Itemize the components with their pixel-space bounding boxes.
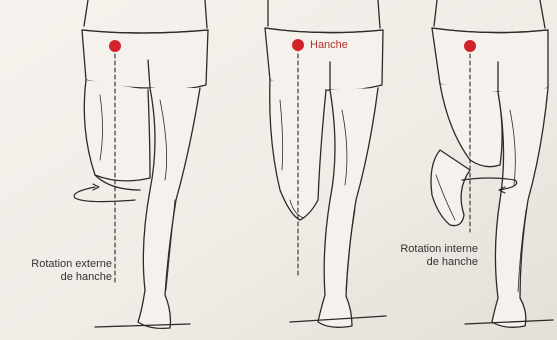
label-internal-rotation: Rotation interne de hanche: [388, 243, 478, 269]
hip-marker-middle: [292, 39, 304, 51]
shorts: [432, 28, 548, 93]
label-line-2: de hanche: [388, 256, 478, 269]
hip-label-text: Hanche: [310, 39, 348, 51]
label-line-1: Rotation externe: [14, 258, 112, 271]
hip-marker-left: [109, 40, 121, 52]
label-line-2: de hanche: [14, 271, 112, 284]
shorts: [265, 28, 383, 90]
label-hip: Hanche: [310, 39, 348, 52]
shorts: [82, 30, 208, 89]
label-line-1: Rotation interne: [388, 243, 478, 256]
hip-marker-right: [464, 40, 476, 52]
label-external-rotation: Rotation externe de hanche: [14, 258, 112, 284]
bent-thigh: [84, 80, 150, 181]
